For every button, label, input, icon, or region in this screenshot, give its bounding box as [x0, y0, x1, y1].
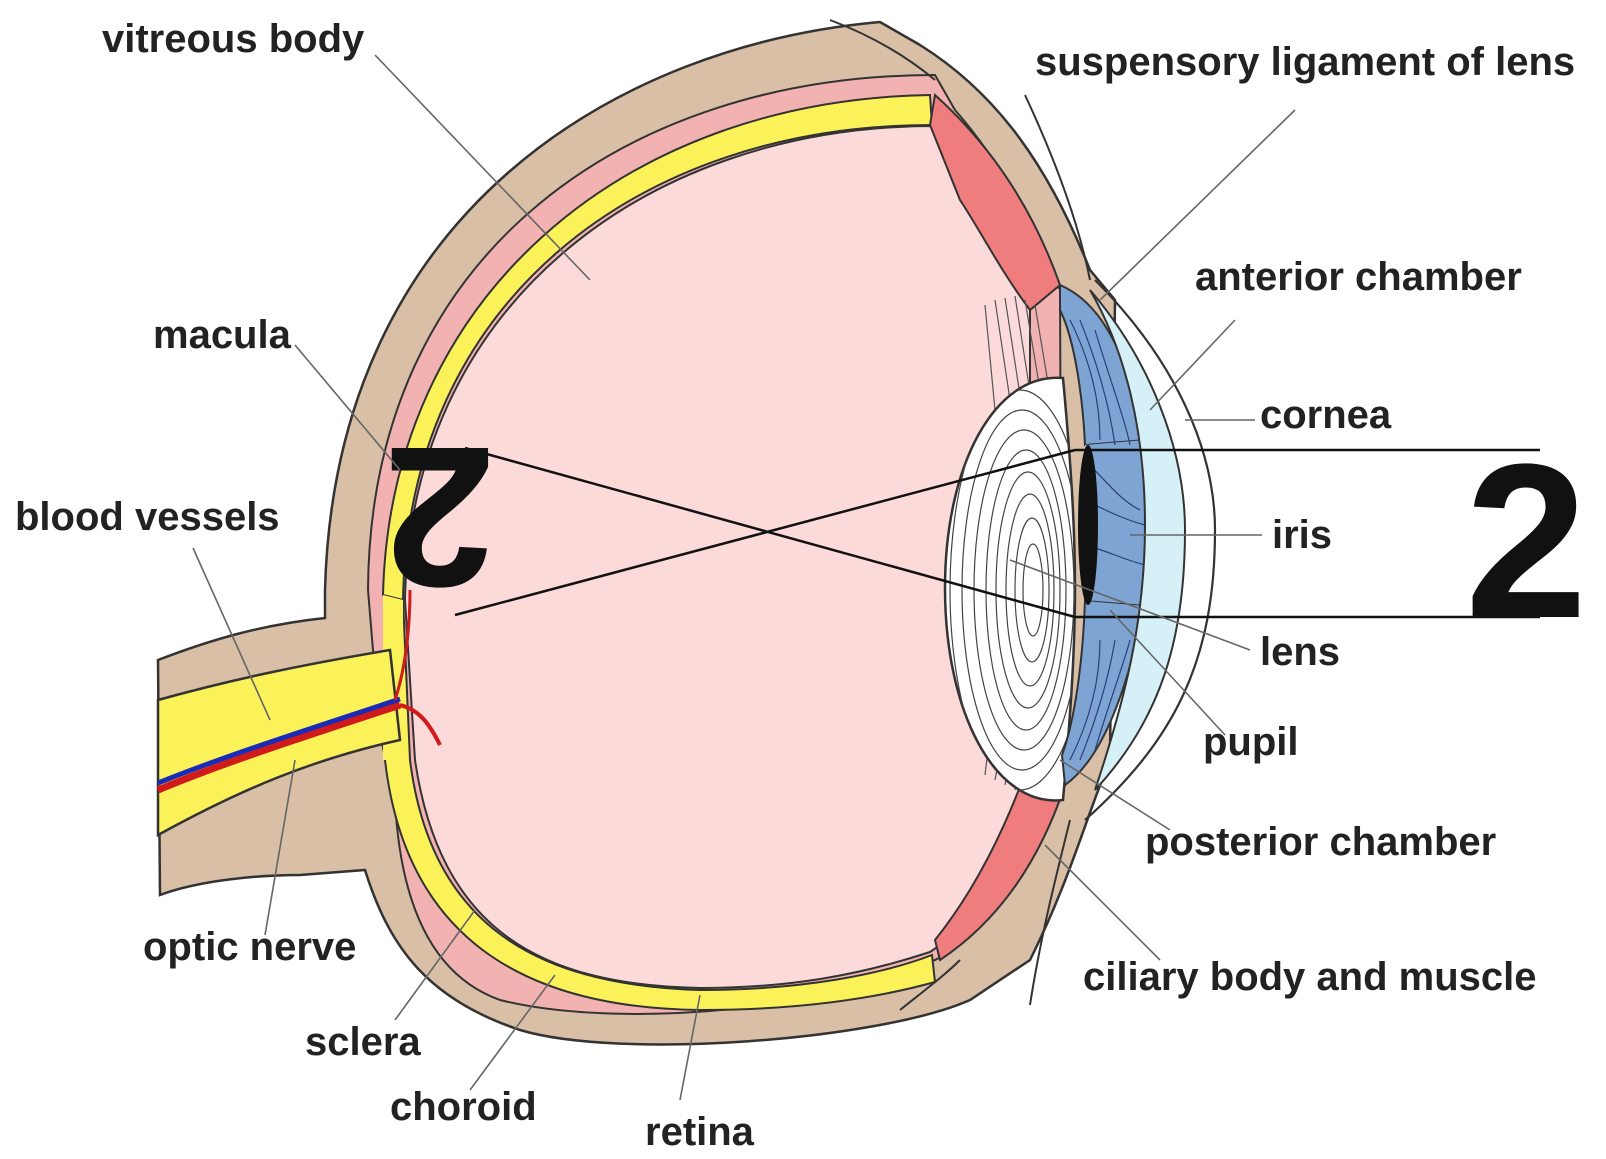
- label-ciliary-body: ciliary body and muscle: [1083, 955, 1537, 999]
- label-iris: iris: [1272, 513, 1332, 557]
- svg-text:2: 2: [384, 405, 495, 628]
- label-sclera: sclera: [305, 1020, 421, 1064]
- label-choroid: choroid: [390, 1085, 537, 1129]
- pupil-opening: [1078, 445, 1098, 605]
- object-symbol: 2: [1465, 418, 1587, 664]
- label-lens: lens: [1260, 630, 1340, 674]
- label-vitreous-body: vitreous body: [102, 17, 365, 61]
- label-optic-nerve: optic nerve: [143, 925, 356, 969]
- inverted-image-symbol: 2: [384, 405, 495, 628]
- label-suspensory-ligament: suspensory ligament of lens: [1035, 40, 1575, 84]
- label-anterior-chamber: anterior chamber: [1195, 255, 1522, 299]
- label-posterior-chamber: posterior chamber: [1145, 820, 1496, 864]
- label-retina: retina: [645, 1110, 755, 1154]
- label-blood-vessels: blood vessels: [15, 495, 280, 539]
- label-cornea: cornea: [1260, 393, 1392, 437]
- svg-text:2: 2: [1465, 418, 1587, 664]
- label-pupil: pupil: [1203, 720, 1299, 764]
- label-macula: macula: [153, 313, 292, 357]
